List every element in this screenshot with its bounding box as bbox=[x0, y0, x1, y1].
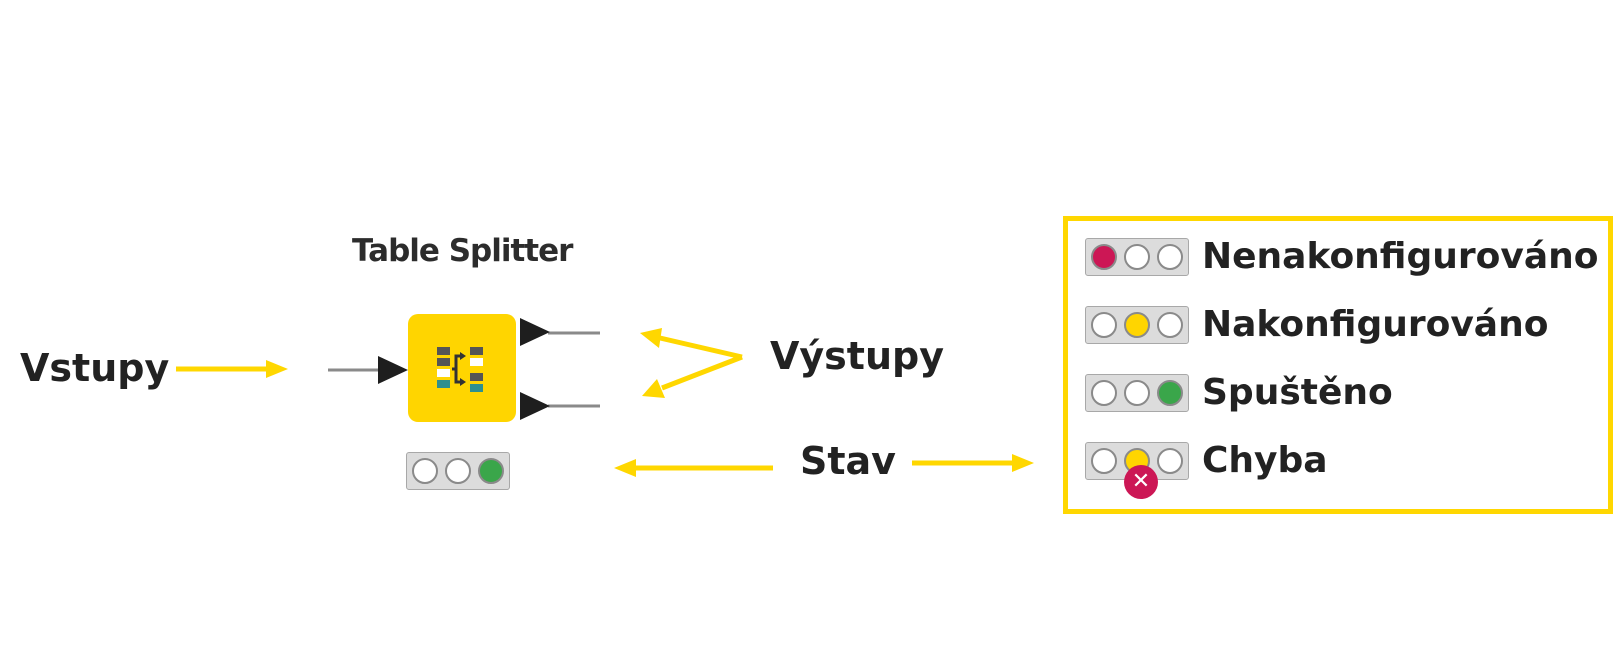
legend-label-executed: Spuštěno bbox=[1202, 372, 1393, 413]
legend-light-executed bbox=[1085, 374, 1189, 412]
status-dot-green bbox=[1157, 244, 1183, 270]
output-port-bottom bbox=[520, 392, 550, 420]
status-dot-green bbox=[1157, 312, 1183, 338]
error-x-icon: ✕ bbox=[1124, 465, 1158, 499]
status-legend bbox=[1063, 216, 1613, 514]
status-dot-red bbox=[1091, 380, 1117, 406]
outputs-arrows bbox=[640, 328, 743, 398]
legend-light-configured bbox=[1085, 306, 1189, 344]
outputs-label: Výstupy bbox=[770, 334, 944, 378]
legend-label-not-configured: Nenakonfigurováno bbox=[1202, 236, 1599, 277]
status-dot-red bbox=[1091, 448, 1117, 474]
input-port bbox=[378, 356, 408, 384]
legend-light-not-configured bbox=[1085, 238, 1189, 276]
status-dot-red bbox=[1091, 244, 1117, 270]
node-status-light bbox=[406, 452, 510, 490]
status-dot-yellow bbox=[445, 458, 471, 484]
status-label: Stav bbox=[800, 439, 896, 483]
status-dot-red bbox=[412, 458, 438, 484]
status-dot-red bbox=[1091, 312, 1117, 338]
output-port-top bbox=[520, 318, 550, 346]
node-ports bbox=[378, 318, 550, 420]
table-splitter-node[interactable] bbox=[378, 310, 558, 430]
inputs-label: Vstupy bbox=[20, 346, 170, 390]
node-body[interactable] bbox=[408, 314, 516, 422]
status-dot-yellow bbox=[1124, 312, 1150, 338]
status-dot-green bbox=[1157, 448, 1183, 474]
table-splitter-icon bbox=[437, 347, 483, 392]
inputs-arrow bbox=[176, 360, 288, 378]
status-dot-yellow bbox=[1124, 380, 1150, 406]
status-dot-yellow bbox=[1124, 244, 1150, 270]
status-dot-green bbox=[1157, 380, 1183, 406]
status-dot-green bbox=[478, 458, 504, 484]
status-arrow-right bbox=[912, 454, 1034, 472]
status-arrow-left bbox=[614, 459, 773, 477]
legend-label-error: Chyba bbox=[1202, 440, 1328, 481]
legend-label-configured: Nakonfigurováno bbox=[1202, 304, 1549, 345]
node-title: Table Splitter bbox=[352, 233, 573, 269]
